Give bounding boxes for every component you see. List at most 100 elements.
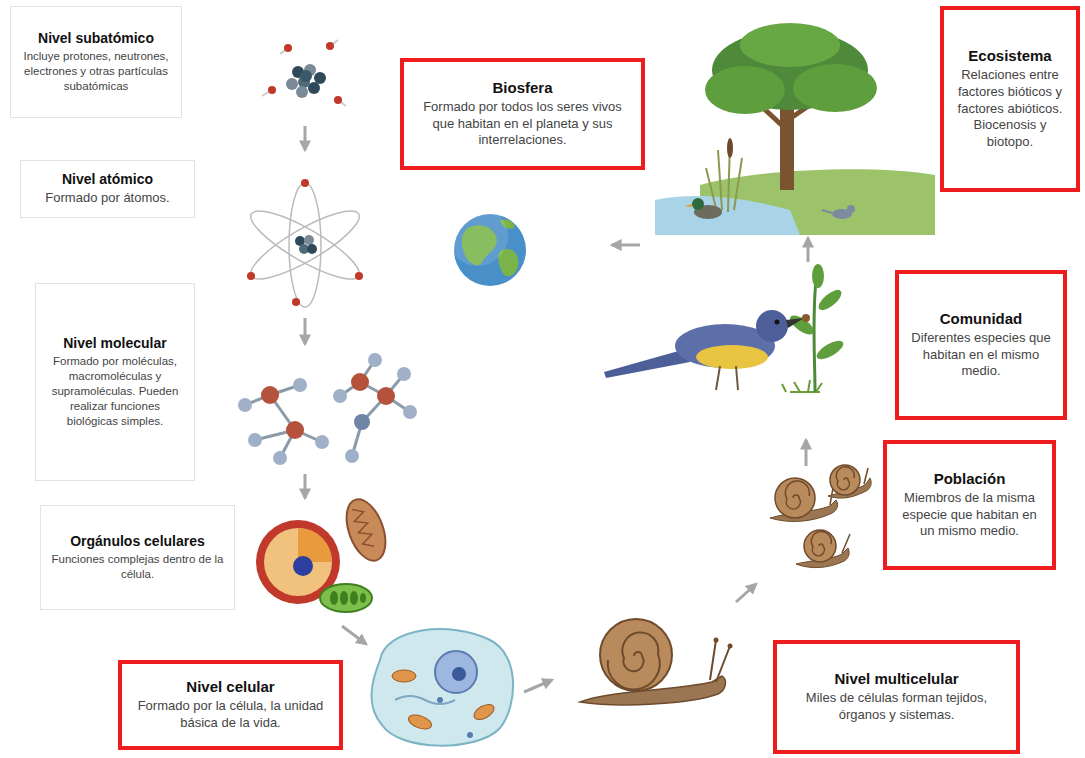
level-title: Nivel celular (186, 678, 274, 696)
subatomic-particles (262, 40, 346, 106)
flow-arrows-part (304, 318, 307, 344)
snail-population-part (775, 478, 815, 518)
atom-model-part (289, 183, 321, 307)
snail-part (710, 640, 716, 680)
level-title: Biosfera (492, 79, 552, 97)
bird-and-plant-part (815, 286, 844, 313)
highlighted-level-box: Nivel celularFormado por la célula, la u… (118, 660, 343, 750)
level-box: Nivel subatómicoIncluye protones, neutro… (10, 6, 182, 118)
bird-and-plant-part (604, 350, 690, 378)
highlighted-level-box: Nivel multicelularMiles de células forma… (773, 640, 1020, 754)
atom-model-part (243, 200, 366, 290)
snail-population-part (830, 465, 860, 495)
subatomic-particles-part (334, 96, 342, 104)
bird-and-plant-part (756, 310, 788, 342)
molecules-part-part (238, 398, 252, 412)
cell-part (392, 670, 416, 682)
highlighted-level-box: BiosferaFormado por todos los seres vivo… (400, 58, 645, 170)
cell (372, 629, 514, 746)
ecosystem-scene-part (822, 210, 832, 213)
snail-population-part (836, 467, 854, 490)
level-description: Formado por todos los seres vivos que ha… (412, 99, 633, 150)
ecosystem-scene (655, 23, 935, 235)
cell-part (407, 712, 434, 731)
flow-arrows-part (304, 474, 307, 498)
organelles-part (360, 593, 366, 603)
earth-globe-part (448, 206, 508, 266)
level-title: Comunidad (940, 310, 1023, 328)
subatomic-particles-part (268, 86, 276, 94)
molecules-part-part (403, 405, 417, 419)
bird-and-plant-part (716, 366, 720, 390)
snail-part (600, 619, 672, 691)
snail-part (608, 632, 660, 689)
subatomic-particles-part (326, 42, 334, 50)
level-title: Nivel atómico (62, 171, 153, 188)
snail-part (728, 644, 733, 649)
bird-and-plant-part (696, 345, 768, 369)
molecules-part-part (315, 435, 329, 449)
flow-arrows-part (807, 238, 810, 262)
level-description: Diferentes especies que habitan en el mi… (907, 330, 1055, 381)
ecosystem-scene-part (847, 205, 855, 213)
bird-and-plant (604, 264, 846, 392)
cell-part (467, 732, 473, 738)
level-description: Incluye protones, neutrones, electrones … (19, 49, 173, 94)
organelles-part (330, 591, 338, 605)
molecules-part-part (377, 387, 395, 405)
atom-model-part (304, 235, 314, 245)
level-box: Nivel atómicoFormado por átomos. (20, 160, 195, 218)
subatomic-particles-part (296, 86, 308, 98)
atom-model (243, 179, 366, 307)
snail-part (716, 646, 730, 682)
ecosystem-scene-part (692, 198, 704, 210)
molecules-part-part (397, 367, 411, 381)
flow-arrows-part (805, 440, 808, 466)
ecosystem-scene-part (706, 140, 742, 212)
molecules-part (238, 353, 417, 465)
bird-and-plant-part (802, 314, 810, 322)
flow-arrows-part (524, 680, 552, 692)
snail-population-part (804, 530, 836, 562)
molecules (238, 353, 417, 465)
snail-part (714, 638, 719, 643)
ecosystem-scene-part (793, 64, 877, 112)
subatomic-particles-part (284, 44, 292, 52)
bird-and-plant-part (786, 318, 804, 328)
bird-and-plant-part (736, 366, 738, 390)
cell-part (471, 701, 496, 722)
highlighted-level-box: PoblaciónMiembros de la misma especie qu… (883, 440, 1056, 570)
subatomic-particles-part (308, 82, 320, 94)
level-description: Relaciones entre factores bióticos y fac… (952, 67, 1068, 151)
ecosystem-scene-part (684, 204, 692, 207)
subatomic-particles-part (314, 72, 326, 84)
molecules-part-part (345, 449, 359, 463)
flow-arrows (305, 126, 808, 692)
flow-arrows-part (736, 584, 756, 602)
organelles (256, 494, 393, 612)
level-box: Orgánulos celularesFunciones complejas d… (40, 505, 235, 610)
flow-arrows-part (304, 126, 307, 150)
molecules-part-part (273, 451, 287, 465)
organelles-part (350, 591, 358, 605)
level-title: Orgánulos celulares (70, 533, 205, 550)
molecules-part-part (248, 433, 262, 447)
snail-population-part (842, 534, 850, 553)
atom-model-part (247, 272, 255, 280)
snail-population (770, 465, 871, 568)
atom-model-part (307, 244, 317, 254)
level-description: Formado por átomos. (45, 190, 169, 207)
level-box: Nivel molecularFormado por moléculas, ma… (35, 283, 195, 481)
snail (580, 619, 733, 705)
level-description: Miles de células forman tejidos, órganos… (785, 690, 1008, 724)
earth-globe (448, 206, 526, 286)
subatomic-particles-part (286, 78, 298, 90)
snail-population-part (785, 481, 809, 509)
cell-part (452, 667, 466, 681)
highlighted-level-box: EcosistemaRelaciones entre factores biót… (940, 6, 1080, 192)
level-title: Nivel subatómico (38, 30, 154, 47)
level-description: Funciones complejas dentro de la célula. (49, 552, 226, 582)
level-description: Formado por moléculas, macromoléculas y … (44, 354, 186, 429)
ecosystem-scene-part (740, 23, 840, 67)
